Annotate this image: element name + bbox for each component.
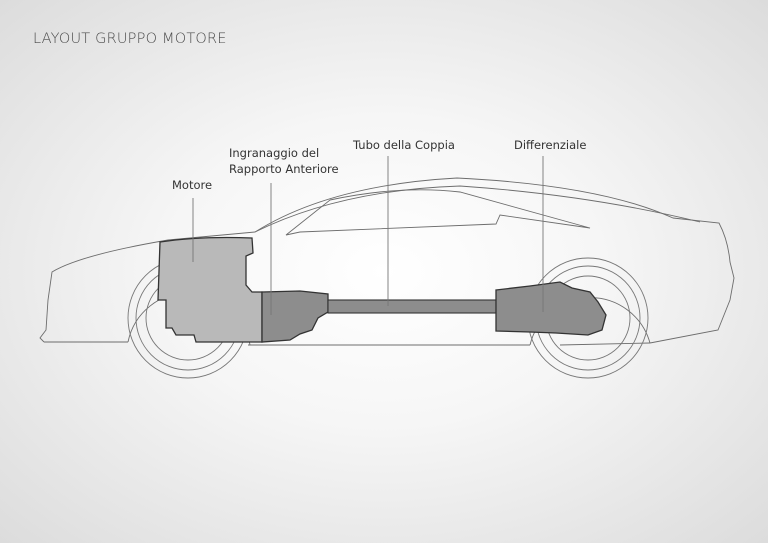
leader-lines xyxy=(192,156,544,315)
car-body-outline xyxy=(39,177,735,346)
differential xyxy=(495,281,607,336)
front-gearbox xyxy=(261,290,329,343)
label-engine: Motore xyxy=(172,178,213,192)
label-torque-tube: Tubo della Coppia xyxy=(353,138,455,152)
label-front-gear-line1: Ingranaggio del xyxy=(229,146,320,160)
diagram-title: LAYOUT GRUPPO MOTORE xyxy=(33,31,227,47)
engine-block xyxy=(157,236,263,343)
label-differential: Differenziale xyxy=(514,138,587,152)
torque-tube xyxy=(327,299,497,314)
label-front-gear-line2: Rapporto Anteriore xyxy=(229,162,339,176)
